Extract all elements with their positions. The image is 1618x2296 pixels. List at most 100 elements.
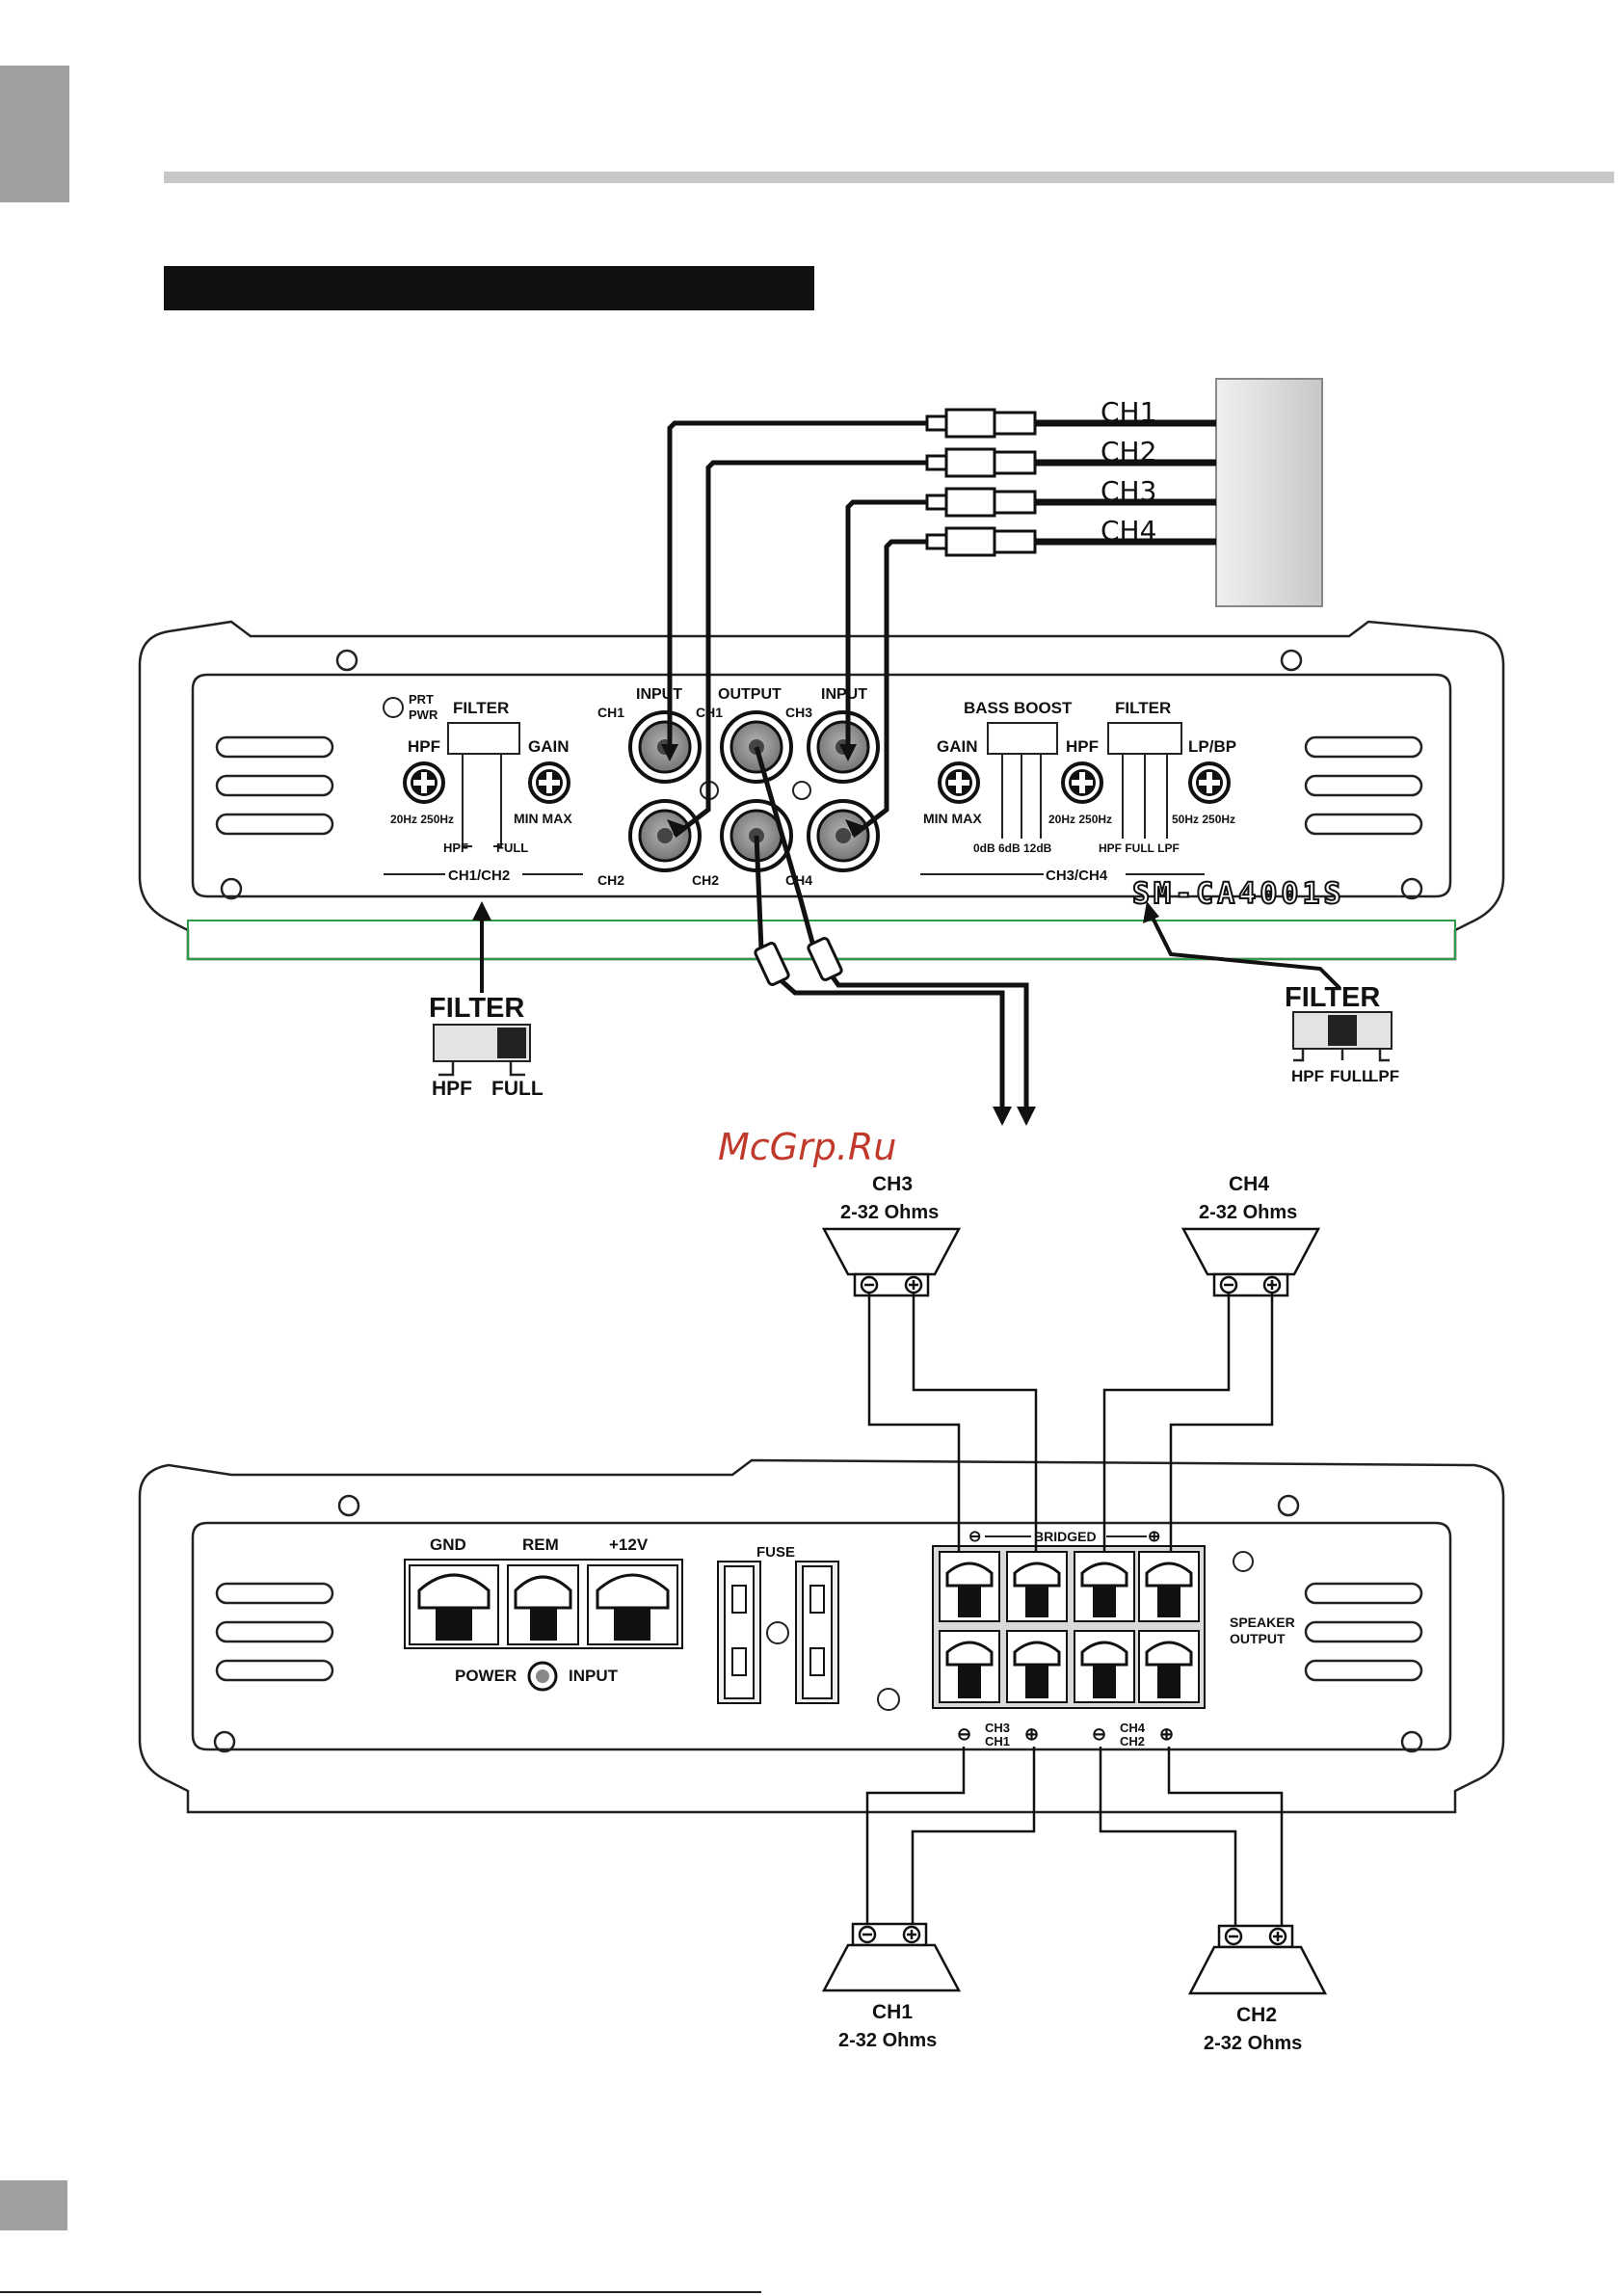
front-vents	[215, 735, 1423, 836]
speaker-output-label-1: SPEAKER	[1230, 1615, 1295, 1630]
rca-input-right-label: INPUT	[821, 686, 867, 703]
header-rule	[164, 172, 1614, 183]
left-gain-knob[interactable]	[528, 761, 570, 804]
fuse-screw	[766, 1621, 789, 1644]
speaker-ch4-name: CH4	[1229, 1173, 1269, 1195]
filter-switch-right-hpf: HPF	[1291, 1067, 1324, 1085]
right-gain-knob[interactable]	[938, 761, 980, 804]
gnd-label: GND	[430, 1535, 466, 1554]
speaker-terminals-bottom[interactable]	[939, 1630, 1200, 1703]
left-gain-label: GAIN	[528, 737, 570, 756]
speaker-ch2	[1187, 1924, 1328, 1995]
model-name: SM-CA4001S	[1132, 877, 1345, 911]
plus12-terminal[interactable]	[587, 1564, 678, 1645]
lpbp-range: 50Hz 250Hz	[1172, 813, 1235, 826]
bridged-label: BRIDGED	[1034, 1529, 1097, 1544]
rca-ch2-mid-label: CH2	[692, 872, 719, 888]
speaker-ch1-name: CH1	[872, 2001, 913, 2023]
section-title-bar	[164, 266, 814, 310]
gnd-terminal[interactable]	[409, 1564, 499, 1645]
prt-label: PRT	[409, 692, 434, 707]
rca-ch3-label: CH3	[785, 705, 812, 720]
filter-switch-left-slider[interactable]	[497, 1028, 526, 1058]
fuse-2[interactable]	[795, 1561, 839, 1704]
amp-rear-outline	[138, 1458, 1505, 1814]
fuse-label: FUSE	[756, 1544, 795, 1561]
left-hpf-label: HPF	[408, 737, 440, 756]
right-hpf-range: 20Hz 250Hz	[1048, 813, 1112, 826]
side-tab-top	[0, 66, 69, 202]
output-rca-plugs	[754, 937, 843, 986]
left-section-label: CH1/CH2	[448, 868, 510, 884]
bridged-plus: ⊕	[1148, 1529, 1160, 1545]
terminal-block-screw	[1233, 1551, 1254, 1572]
source-ch1-label: CH1	[1101, 396, 1156, 428]
top-speaker-wires	[867, 1294, 1274, 1552]
left-filter-leads	[462, 754, 502, 847]
rca-jack-input-ch4[interactable]	[807, 799, 880, 872]
speaker-ch2-name: CH2	[1236, 2004, 1277, 2026]
lpbp-knob[interactable]	[1188, 761, 1231, 804]
bass-boost-values: 0dB 6dB 12dB	[973, 841, 1052, 855]
source-ch4-label: CH4	[1101, 515, 1156, 547]
right-hpf-knob[interactable]	[1061, 761, 1103, 804]
rem-terminal[interactable]	[507, 1564, 579, 1645]
filter-switch-right-leads	[1293, 1049, 1390, 1062]
pwr-label: PWR	[409, 707, 438, 722]
terminal-plus-ch3ch1: ⊕	[1024, 1724, 1039, 1744]
right-filter-modes: HPF FULL LPF	[1099, 841, 1180, 855]
left-filter-hpf: HPF	[443, 841, 468, 855]
rca-ch2-left-label: CH2	[597, 872, 624, 888]
terminal-minus-ch4ch2: ⊖	[1092, 1724, 1106, 1744]
speaker-ch2-impedance: 2-32 Ohms	[1204, 2033, 1302, 2054]
terminal-minus-ch3ch1: ⊖	[957, 1724, 971, 1744]
right-filter-callout-arrow	[1143, 901, 1159, 923]
left-filter-full: FULL	[496, 841, 528, 855]
side-tab-bottom	[0, 2180, 67, 2230]
source-rca-plugs	[925, 408, 1216, 557]
output-arrows	[993, 1107, 1036, 1126]
source-ch2-label: CH2	[1101, 436, 1156, 467]
filter-switch-left-hpf: HPF	[432, 1078, 472, 1100]
speaker-ch1-impedance: 2-32 Ohms	[838, 2030, 937, 2051]
filter-switch-left-title: FILTER	[429, 993, 524, 1024]
speaker-ch3-impedance: 2-32 Ohms	[840, 1202, 939, 1223]
right-gain-range: MIN MAX	[923, 811, 982, 826]
left-filter-label: FILTER	[453, 699, 509, 717]
source-ch3-label: CH3	[1101, 475, 1156, 507]
fuse-1[interactable]	[717, 1561, 761, 1704]
rca-ch1-left-label: CH1	[597, 705, 624, 720]
rca-jack-input-ch2[interactable]	[628, 799, 702, 872]
rca-plug-ch2	[925, 447, 1216, 478]
power-input-jack-core	[536, 1669, 549, 1683]
right-gain-label: GAIN	[937, 737, 978, 756]
left-filter-switch-box[interactable]	[447, 722, 520, 755]
left-hpf-knob[interactable]	[403, 761, 445, 804]
rca-output-label: OUTPUT	[718, 686, 782, 703]
watermark: McGrp.Ru	[718, 1126, 896, 1168]
prt-pwr-led	[383, 697, 404, 718]
filter-switch-right-slider[interactable]	[1328, 1015, 1357, 1046]
right-filter-callout-line	[1150, 915, 1341, 990]
rca-plug-ch3	[925, 487, 1216, 518]
bass-boost-switch-box[interactable]	[987, 722, 1058, 755]
right-filter-switch-box[interactable]	[1107, 722, 1182, 755]
rem-label: REM	[522, 1535, 559, 1554]
ch3-ch1-bottom-label: CH1	[985, 1734, 1010, 1749]
ch4-ch2-top-label: CH4	[1120, 1721, 1146, 1735]
filter-switch-right-title: FILTER	[1285, 982, 1380, 1013]
lpbp-label: LP/BP	[1188, 737, 1236, 756]
rca-input-left-label: INPUT	[636, 686, 682, 703]
output-cables	[754, 746, 1029, 1108]
terminal-plus-ch4ch2: ⊕	[1159, 1724, 1174, 1744]
left-hpf-range: 20Hz 250Hz	[390, 813, 454, 826]
ch4-ch2-bottom-label: CH2	[1120, 1734, 1145, 1749]
speaker-output-label-2: OUTPUT	[1230, 1631, 1286, 1646]
speaker-terminals-top[interactable]	[939, 1551, 1200, 1622]
right-hpf-label: HPF	[1066, 737, 1099, 756]
bottom-speaker-wires	[865, 1747, 1284, 1933]
rear-screw	[877, 1688, 900, 1711]
input-label: INPUT	[569, 1667, 619, 1685]
amp-front-outline	[138, 620, 1505, 961]
